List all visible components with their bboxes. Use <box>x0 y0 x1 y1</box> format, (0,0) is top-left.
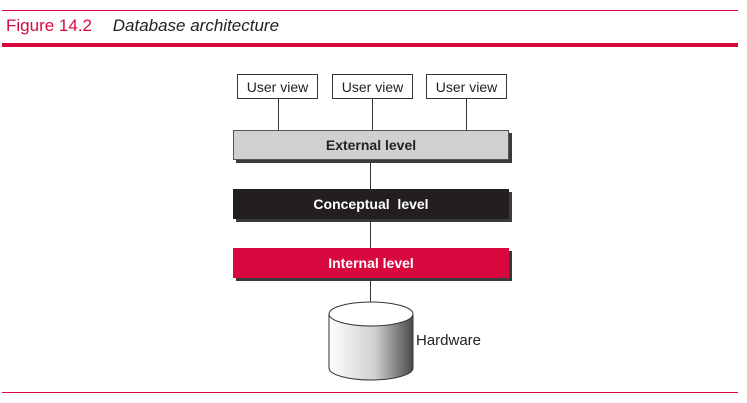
connector-internal-hardware <box>370 278 371 312</box>
internal-level-box: Internal level <box>233 248 509 278</box>
connector-conceptual-internal <box>370 219 371 248</box>
title-rule <box>2 43 738 47</box>
bottom-rule <box>2 392 738 393</box>
figure-title: Database architecture <box>112 16 280 35</box>
hardware-label: Hardware <box>416 332 482 349</box>
hardware-cylinder-icon <box>328 301 414 381</box>
user-view-box: User view <box>426 74 507 99</box>
user-view-label: User view <box>341 78 404 95</box>
conceptual-level-label: Conceptual level <box>313 196 429 212</box>
connector-user-view-2 <box>372 99 373 130</box>
connector-user-view-3 <box>466 99 467 130</box>
user-view-label: User view <box>246 78 309 95</box>
external-level-box: External level <box>233 130 509 160</box>
user-view-box: User view <box>332 74 413 99</box>
conceptual-level-box: Conceptual level <box>233 189 509 219</box>
figure-caption: Figure 14.2 Database architecture <box>6 16 279 36</box>
user-view-label: User view <box>435 78 498 95</box>
user-view-box: User view <box>237 74 318 99</box>
internal-level-label: Internal level <box>328 255 414 271</box>
connector-user-view-1 <box>278 99 279 130</box>
top-rule <box>2 10 738 11</box>
connector-external-conceptual <box>370 160 371 189</box>
external-level-label: External level <box>325 137 417 153</box>
figure-number: Figure 14.2 <box>6 16 92 35</box>
